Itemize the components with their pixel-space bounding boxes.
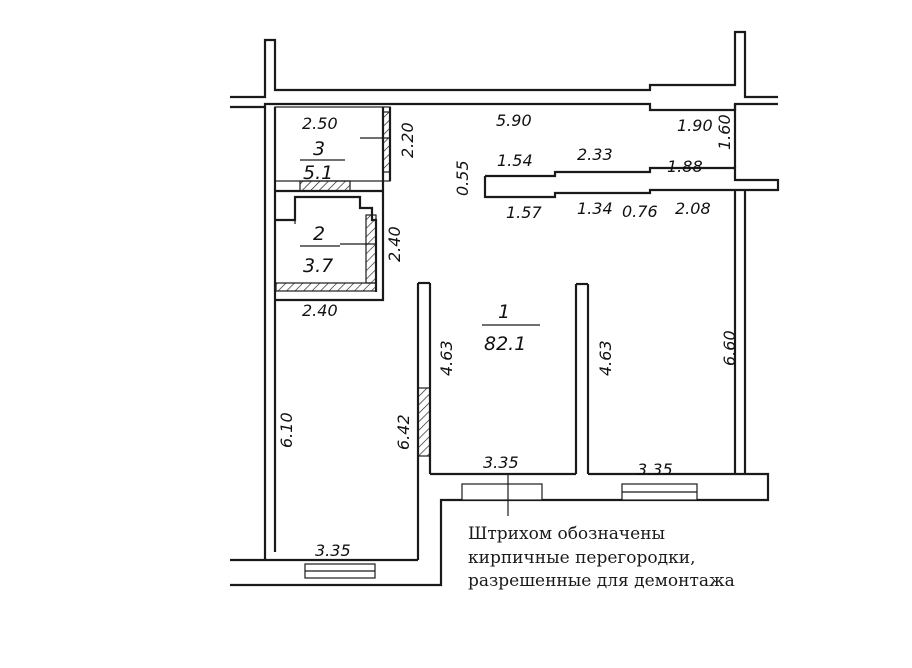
legend-line-2: кирпичные перегородки, — [468, 547, 696, 568]
dim-partition-seg2: 2.33 — [577, 145, 613, 164]
dim-corridor-depth: 6.42 — [394, 414, 413, 450]
room-1-area: 82.1 — [484, 333, 526, 355]
interior-partitions — [416, 281, 590, 560]
room-1-number: 1 — [498, 301, 510, 323]
dim-middle-left-depth: 4.63 — [437, 340, 456, 376]
dim-room3-width: 2.50 — [302, 114, 338, 133]
legend-line-3: разрешенные для демонтажа — [468, 571, 735, 591]
dim-partition-seg1: 1.54 — [497, 151, 533, 170]
exterior-bottom-wall — [230, 472, 770, 587]
room-1-label: 1 82.1 — [482, 301, 540, 355]
room-2-number: 2 — [313, 223, 325, 245]
dim-middle-right-depth: 4.63 — [596, 340, 615, 376]
dim-partition-low1: 1.57 — [506, 203, 542, 222]
dim-top-right: 1.90 — [677, 116, 713, 135]
dim-room3-depth: 2.20 — [398, 122, 417, 158]
dim-right-top-depth: 1.60 — [715, 114, 734, 150]
legend-line-1: Штрихом обозначены — [468, 524, 666, 544]
dim-left-bottom: 3.35 — [315, 541, 351, 560]
dim-partition-low3: 0.76 — [622, 202, 658, 221]
room-3-label: 3 5.1 — [300, 138, 345, 184]
exterior-right-wall — [733, 104, 747, 474]
exterior-top-wall — [230, 30, 778, 112]
dim-room2-width: 2.40 — [302, 301, 338, 320]
dim-partition-seg3: 1.88 — [667, 157, 703, 176]
exterior-left-wall — [263, 107, 277, 560]
dim-left-room-depth: 6.10 — [277, 412, 296, 448]
room-3-walls — [274, 106, 392, 193]
room-2-walls — [275, 181, 385, 302]
room-3-area: 5.1 — [303, 162, 333, 184]
room-2-label: 2 3.7 — [300, 223, 340, 277]
room-2-area: 3.7 — [303, 255, 333, 277]
dim-top-wall: 5.90 — [496, 111, 532, 130]
dim-middle-bottom: 3.35 — [483, 453, 519, 472]
room-3-number: 3 — [313, 138, 325, 160]
hatch-legend: Штрихом обозначены кирпичные перегородки… — [468, 523, 768, 594]
central-partition — [483, 166, 780, 199]
dim-right-bottom: 3.35 — [637, 460, 673, 479]
dim-room2-depth: 2.40 — [385, 226, 404, 262]
dim-partition-low2: 1.34 — [577, 199, 613, 218]
dim-partition-low4: 2.08 — [675, 199, 711, 218]
dim-partition-height: 0.55 — [453, 160, 472, 196]
dim-right-room-depth: 6.60 — [720, 330, 739, 366]
